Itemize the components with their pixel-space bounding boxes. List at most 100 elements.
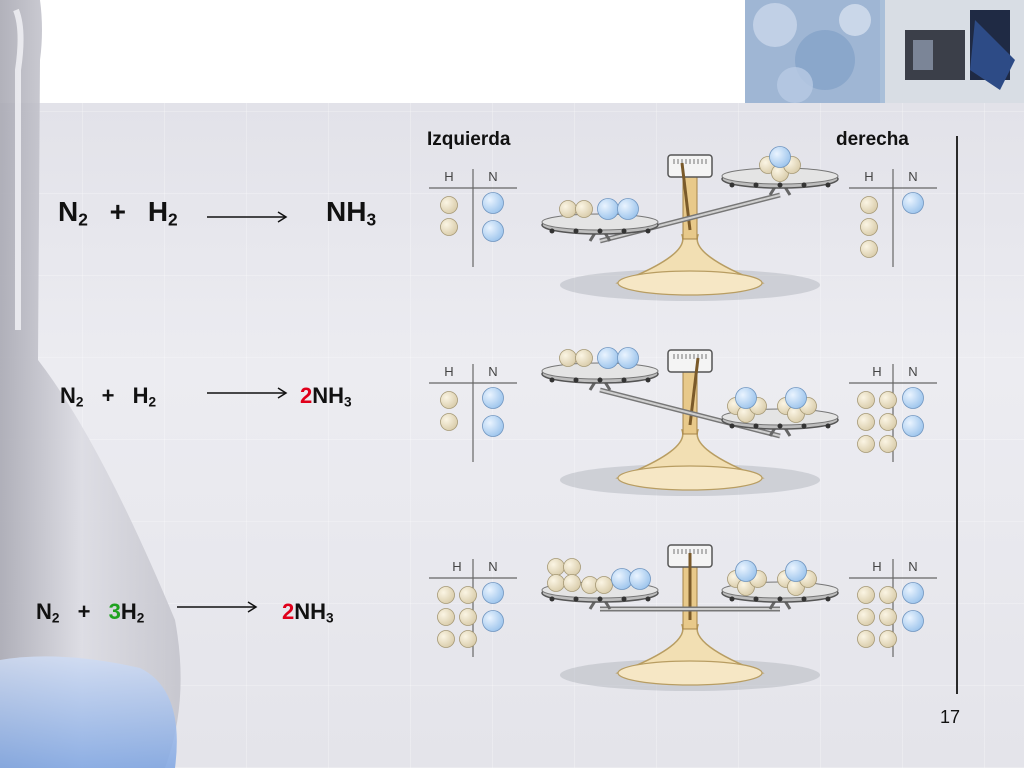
- hydrogen-atom: [879, 608, 897, 626]
- coefficient: 2: [300, 383, 313, 408]
- nitrogen-atom: [785, 560, 807, 582]
- nitrogen-atom: [735, 560, 757, 582]
- nitrogen-atom: [597, 347, 619, 369]
- balance-scale: [541, 146, 839, 301]
- pan-rivet: [645, 596, 651, 602]
- hydrogen-atom: [440, 391, 458, 409]
- hydrogen-atom: [459, 608, 477, 626]
- nitrogen-atom: [902, 415, 924, 437]
- reactant-h2: H2: [147, 196, 178, 230]
- hydrogen-atom: [459, 630, 477, 648]
- table-label-n: N: [488, 559, 497, 574]
- pan-rivet: [573, 228, 579, 234]
- hydrogen-atom: [860, 218, 878, 236]
- product-nh3: 2NH3: [282, 599, 334, 626]
- table-label-n: N: [488, 364, 497, 379]
- hydrogen-atom: [547, 558, 565, 576]
- table-label-h: H: [872, 559, 881, 574]
- pan-rivet: [621, 377, 627, 383]
- nitrogen-atom: [617, 347, 639, 369]
- table-label-n: N: [488, 169, 497, 184]
- table-label-h: H: [872, 364, 881, 379]
- nitrogen-atom: [482, 220, 504, 242]
- equation-2: N2 + H2: [60, 383, 156, 409]
- scale-base-rim: [617, 660, 763, 686]
- reaction-arrow: [177, 601, 258, 613]
- scale-base-rim: [617, 270, 763, 296]
- plus-sign: +: [109, 196, 127, 227]
- hydrogen-atom: [437, 608, 455, 626]
- pan-rivet: [573, 596, 579, 602]
- equation-3: N2 + 3H2: [36, 599, 144, 625]
- product-nh3: 2NH3: [300, 383, 352, 410]
- nitrogen-atom: [482, 192, 504, 214]
- reactant-n2: N2: [36, 599, 60, 626]
- page-number: 17: [940, 707, 961, 727]
- nitrogen-atom: [735, 387, 757, 409]
- pan-rivet: [825, 182, 831, 188]
- hydrogen-atom: [595, 576, 613, 594]
- hydrogen-atom: [440, 413, 458, 431]
- balance-scale: [541, 347, 839, 496]
- hydrogen-atom: [857, 391, 875, 409]
- nitrogen-atom: [482, 387, 504, 409]
- nitrogen-atom: [902, 582, 924, 604]
- pan-rivet: [801, 423, 807, 429]
- plus-sign: +: [101, 383, 115, 408]
- product-nh3: NH3: [326, 196, 377, 230]
- nitrogen-atom: [482, 415, 504, 437]
- reactant-n2: N2: [60, 383, 84, 410]
- hydrogen-atom: [857, 413, 875, 431]
- pan-rivet: [549, 228, 555, 234]
- flask-illustration: [0, 0, 181, 768]
- pan-rivet: [621, 228, 627, 234]
- hydrogen-atom: [860, 196, 878, 214]
- hydrogen-atom: [563, 574, 581, 592]
- nitrogen-atom: [482, 610, 504, 632]
- table-label-n: N: [908, 364, 917, 379]
- hydrogen-atom: [559, 200, 577, 218]
- pan-rivet: [573, 377, 579, 383]
- hydrogen-atom: [559, 349, 577, 367]
- table-label-h: H: [444, 364, 453, 379]
- hydrogen-atom: [575, 200, 593, 218]
- lab-photo: [745, 0, 1024, 103]
- table-label-n: N: [908, 169, 917, 184]
- hydrogen-atom: [879, 435, 897, 453]
- nitrogen-atom: [902, 192, 924, 214]
- hydrogen-atom: [879, 413, 897, 431]
- pan-rivet: [621, 596, 627, 602]
- reactant-h2: 3H2: [108, 599, 145, 626]
- reactant-n2: N2: [58, 196, 88, 230]
- nitrogen-atom: [597, 198, 619, 220]
- scale-dial: [667, 349, 713, 373]
- nitrogen-atom: [617, 198, 639, 220]
- pan-rivet: [549, 377, 555, 383]
- nitrogen-atom: [769, 146, 791, 168]
- reactant-h2: H2: [132, 383, 157, 410]
- hydrogen-atom: [879, 630, 897, 648]
- pan-rivet: [597, 377, 603, 383]
- equation-1: N2 + H2: [58, 196, 178, 230]
- vertical-divider: [956, 136, 958, 694]
- hydrogen-atom: [437, 630, 455, 648]
- hydrogen-atom: [440, 218, 458, 236]
- nitrogen-atom: [785, 387, 807, 409]
- hydrogen-atom: [879, 391, 897, 409]
- hydrogen-atom: [879, 586, 897, 604]
- pan-rivet: [753, 182, 759, 188]
- hydrogen-atom: [857, 586, 875, 604]
- nitrogen-atom: [482, 582, 504, 604]
- pan-rivet: [729, 423, 735, 429]
- hydrogen-atom: [575, 349, 593, 367]
- hydrogen-atom: [547, 574, 565, 592]
- hydrogen-atom: [563, 558, 581, 576]
- hydrogen-atom: [857, 435, 875, 453]
- pan-rivet: [801, 596, 807, 602]
- pan-rivet: [597, 596, 603, 602]
- reaction-arrow: [207, 211, 288, 223]
